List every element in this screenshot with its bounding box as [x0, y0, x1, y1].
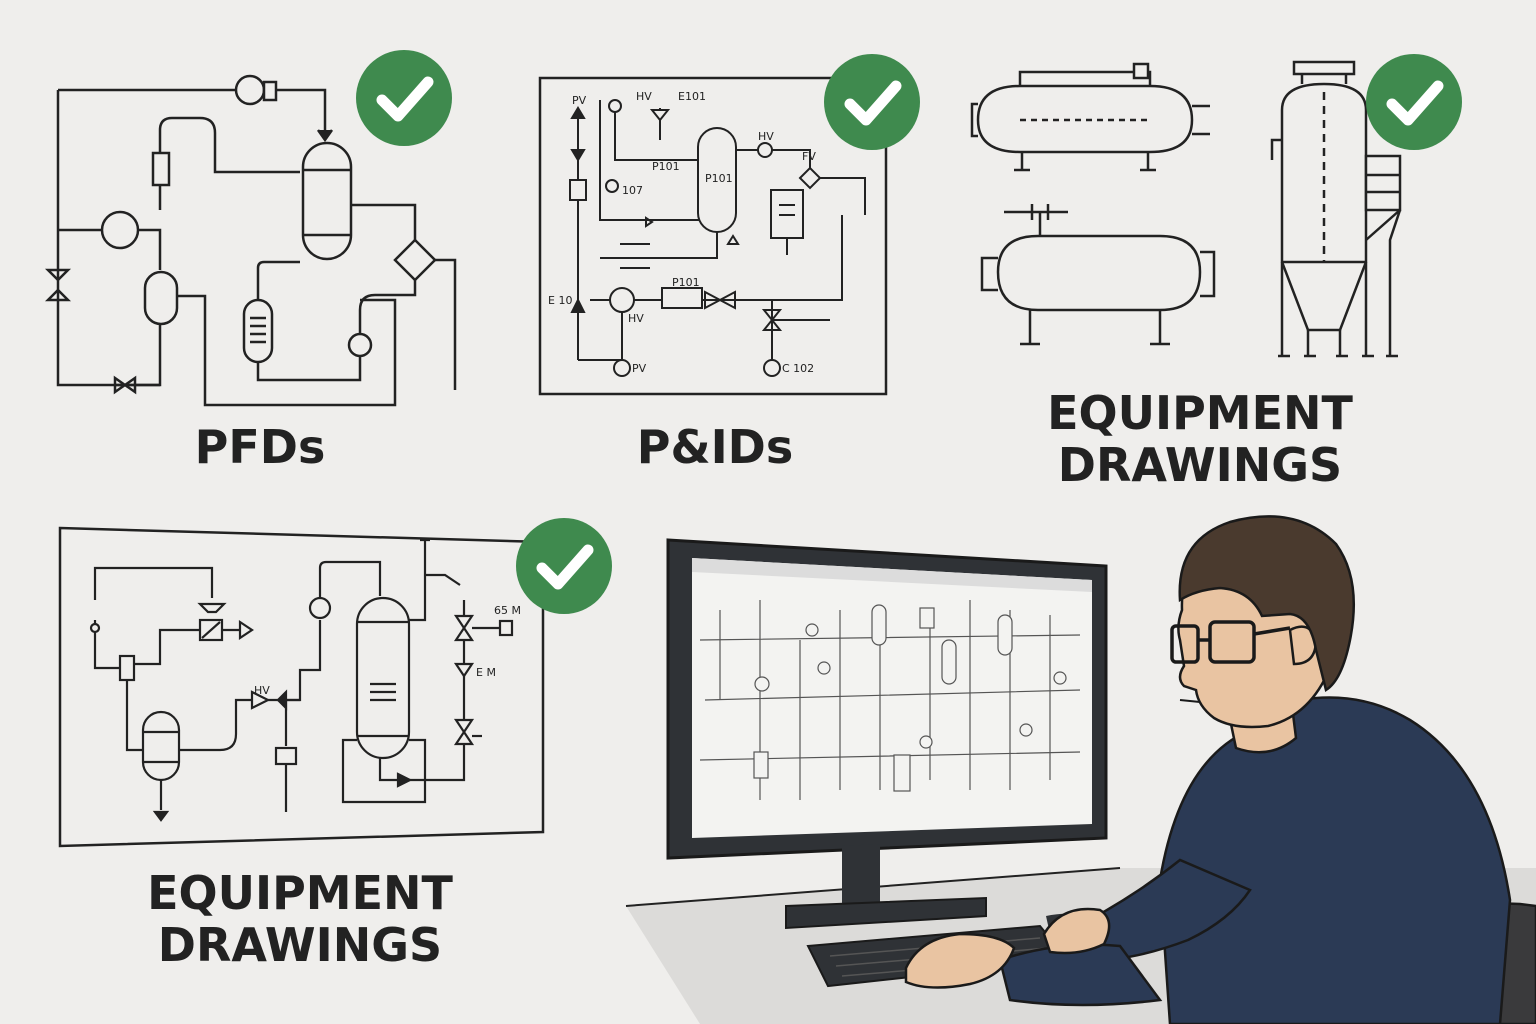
- pid-check-icon: [824, 54, 920, 150]
- equipment-label: 65 M: [494, 604, 521, 617]
- equipment-label: E M: [476, 666, 496, 679]
- pid-label: P101: [652, 160, 680, 173]
- pid-diagram: [538, 76, 888, 396]
- equipment-bottom-caption-line1: EQUIPMENT: [147, 866, 453, 920]
- equipment-bottom-labels: 65 M E M HV: [254, 604, 521, 697]
- pid-label: PV: [572, 94, 587, 107]
- pfd-diagram: [44, 74, 457, 407]
- pid-label: FV: [802, 150, 816, 163]
- pid-label: 107: [622, 184, 643, 197]
- equipment-top-caption-line1: EQUIPMENT: [1047, 386, 1353, 440]
- equipment-top-caption: EQUIPMENT DRAWINGS: [1030, 386, 1370, 492]
- equipment-top-drawing: [970, 60, 1402, 358]
- pid-label: PV: [632, 362, 647, 375]
- pfd-check-icon: [356, 50, 452, 146]
- pid-label: P101: [672, 276, 700, 289]
- equipment-bottom-diagram: [58, 526, 545, 848]
- pid-label: HV: [636, 90, 652, 103]
- equipment-label: HV: [254, 684, 270, 697]
- equipment-bottom-caption: EQUIPMENT DRAWINGS: [130, 866, 470, 972]
- monitor-icon: [666, 538, 1108, 930]
- pid-label: C 102: [782, 362, 814, 375]
- pid-label: E 10: [548, 294, 572, 307]
- pid-label: HV: [758, 130, 774, 143]
- pid-label: E101: [678, 90, 706, 103]
- equipment-top-check-icon: [1366, 54, 1462, 150]
- pfd-caption: PFDs: [194, 420, 326, 474]
- equipment-bottom-caption-line2: DRAWINGS: [157, 917, 443, 972]
- pid-caption: P&IDs: [636, 420, 794, 474]
- equipment-bottom-check-icon: [516, 518, 612, 614]
- pid-label: P101: [705, 172, 733, 185]
- pid-label: HV: [628, 312, 644, 325]
- person: [904, 515, 1536, 1024]
- pid-labels: PV HV E101 HV P101 P101 FV 107 P101 E 10…: [548, 90, 816, 375]
- equipment-top-caption-line2: DRAWINGS: [1057, 437, 1343, 492]
